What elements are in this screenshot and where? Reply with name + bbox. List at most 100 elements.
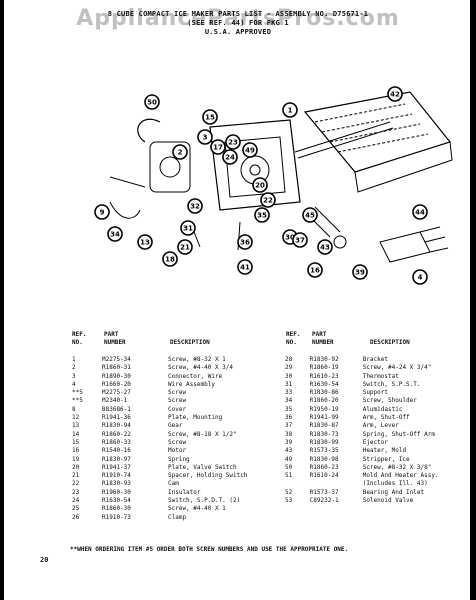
ref-no-cell: 19 xyxy=(72,455,80,463)
callout-bubble: 50 xyxy=(144,94,160,110)
callout-number: 20 xyxy=(255,182,265,190)
description-cell: Bracket xyxy=(362,356,388,363)
part-number-cell: R1573-37 xyxy=(309,488,339,496)
part-number-cell: R1960-30 xyxy=(102,488,131,496)
callout-bubble: 17 xyxy=(210,139,226,155)
part-number-cell: R1830-92 xyxy=(309,356,339,363)
ref-no-cell: 1 xyxy=(72,356,76,363)
callout-bubble: 31 xyxy=(180,220,196,236)
part-number-cell: R1860-31 xyxy=(102,364,131,372)
callout-number: 2 xyxy=(178,149,183,157)
callout-bubble: 42 xyxy=(387,86,403,102)
ref-no-cell: 30 xyxy=(285,372,293,380)
ref-no-cell: 14 xyxy=(72,430,80,438)
ref-no-cell: 28 xyxy=(285,356,293,363)
part-number-cell: R1910-73 xyxy=(102,513,131,521)
description-cell: Screw, #8-32 X 1 xyxy=(168,356,226,363)
ref-no-cell: 21 xyxy=(72,472,80,480)
callout-number: 21 xyxy=(180,244,190,252)
callout-number: 16 xyxy=(310,267,320,275)
part-number-cell: R1941-37 xyxy=(102,463,131,471)
part-number-cell: B83686-1 xyxy=(102,405,131,413)
ref-no-cell: 49 xyxy=(285,455,293,463)
callout-number: 23 xyxy=(228,139,238,147)
ref-no-cell: 15 xyxy=(72,438,80,446)
description-cell: Bearing And Inlet xyxy=(362,488,425,496)
description-cell: Ejector xyxy=(362,438,388,446)
ref-no-cell: 33 xyxy=(285,389,293,397)
callout-bubble: 16 xyxy=(307,262,323,278)
ref-no-cell: 13 xyxy=(72,422,80,430)
callout-number: 15 xyxy=(205,114,215,122)
callout-bubble: 45 xyxy=(302,207,318,223)
part-number-cell: R1610-23 xyxy=(309,372,339,380)
ref-no-cell: 50 xyxy=(285,463,293,471)
callout-number: 42 xyxy=(390,91,400,99)
diagram-linework xyxy=(109,91,453,263)
callout-number: 1 xyxy=(288,107,293,115)
ref-no-cell: 34 xyxy=(285,397,293,405)
callout-bubble: 43 xyxy=(317,239,333,255)
ref-no-cell: 38 xyxy=(285,430,293,438)
part-number-cell: R1830-86 xyxy=(309,389,339,397)
ref-no-cell: 4 xyxy=(72,380,76,388)
description-header-right: DESCRIPTION xyxy=(370,339,410,346)
callout-bubble: 18 xyxy=(162,251,178,267)
part-number-cell: R1830-93 xyxy=(102,480,131,488)
description-cell: Gear xyxy=(168,422,183,430)
ref-no-cell: 39 xyxy=(285,438,293,446)
callout-number: 45 xyxy=(305,212,315,220)
description-cell: Screw, #4-40 X 1 xyxy=(168,505,226,513)
description-cell: Motor xyxy=(168,447,187,455)
ref-no-cell: 43 xyxy=(285,447,293,455)
callout-number: 18 xyxy=(165,256,175,264)
callout-number: 44 xyxy=(415,209,425,217)
callout-number: 13 xyxy=(140,239,150,247)
callout-number: 31 xyxy=(183,225,193,233)
description-cell: Stripper, Ice xyxy=(362,455,410,463)
callout-number: 34 xyxy=(110,231,120,239)
callout-bubble: 23 xyxy=(225,134,241,150)
part-number-cell: R1860-30 xyxy=(102,505,131,513)
callout-bubble: 37 xyxy=(292,232,308,248)
parts-row: 28 R1830-92 Bracket xyxy=(283,356,476,364)
ref-no-cell: 53 xyxy=(285,497,293,505)
callout-number: 41 xyxy=(240,264,250,272)
description-cell: Arm, Shut-Off xyxy=(362,414,410,422)
part-number-cell: R1860-20 xyxy=(309,397,339,405)
part-number-cell: M2275-27 xyxy=(102,389,131,397)
description-cell: Thermostat xyxy=(362,372,399,380)
callout-bubble: 32 xyxy=(187,198,203,214)
description-cell: Screw xyxy=(168,389,187,397)
callout-bubble: 44 xyxy=(412,204,428,220)
description-cell: Heater, Mold xyxy=(362,447,407,455)
ref-no-header-right: REF.NO. xyxy=(286,331,301,346)
ref-no-cell: 35 xyxy=(285,405,293,413)
callout-number: 43 xyxy=(320,244,330,252)
part-number-cell: R1890-30 xyxy=(102,372,131,380)
callout-number: 9 xyxy=(100,209,105,217)
header-subtitle: (SEE REF. 44) FOR PKG 1 xyxy=(187,19,289,27)
description-cell: Wire Assembly xyxy=(168,380,215,388)
description-cell: Screw, #8-18 X 1/2" xyxy=(168,430,237,438)
ref-no-cell: 25 xyxy=(72,505,80,513)
part-number-cell: R1860-33 xyxy=(102,438,131,446)
